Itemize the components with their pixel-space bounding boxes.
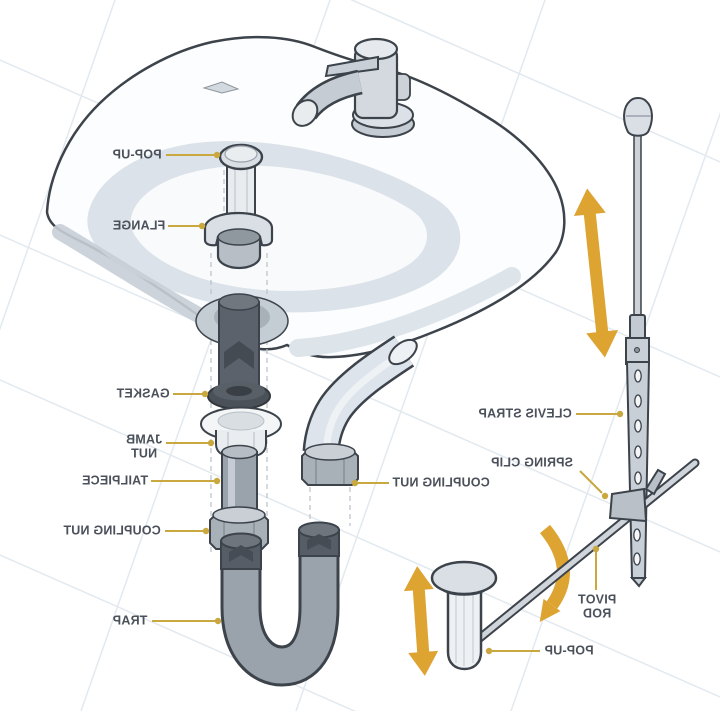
label-pivot-rod-line1: PIVOT [577, 592, 617, 607]
faucet-body-top [353, 37, 399, 61]
leader-coupling-center [351, 479, 389, 487]
clevis-strap [625, 361, 651, 588]
jamb-nut-hole [217, 411, 265, 431]
label-flange: FLANGE [112, 218, 166, 233]
popup-cap-top [224, 145, 258, 163]
gasket-hole [226, 386, 252, 396]
label-jamb-nut-line2: NUT [130, 446, 158, 460]
coupling-nut-center [301, 443, 359, 486]
label-gasket: GASKET [116, 386, 170, 401]
coupling-nut-left-top [212, 506, 266, 524]
leader-pivot-rod [592, 545, 600, 590]
label-trap: TRAP [112, 613, 148, 628]
popup-stopper-bottom [430, 560, 498, 671]
leader-spring-clip [579, 470, 609, 500]
flange [203, 211, 274, 270]
leader-clevis-strap [576, 410, 624, 418]
popup-bottom-cap [430, 560, 498, 596]
label-coupling-nut-left: COUPLING NUT [63, 523, 161, 538]
leader-flange [168, 222, 206, 230]
strap-screw [634, 347, 640, 353]
pipe-cut-end [388, 338, 418, 366]
leader-jamb-nut [166, 439, 215, 447]
faucet [291, 37, 415, 138]
leader-lines [151, 151, 624, 655]
label-pivot-rod-line2: ROD [582, 606, 612, 620]
leader-popup-top [166, 151, 221, 159]
leader-coupling-left [165, 527, 210, 535]
lift-rod-motion-arrow [573, 188, 619, 358]
flange-cup-hole [217, 228, 261, 246]
label-coupling-nut-center: COUPLING NUT [392, 475, 490, 490]
leader-popup-bottom [485, 647, 540, 655]
spring-clip [608, 468, 667, 523]
pivot-rod [465, 458, 700, 651]
sink [45, 35, 566, 359]
clevis-strap-holes [633, 369, 642, 566]
leader-tailpiece [151, 477, 221, 485]
popup-stopper-top [218, 143, 264, 228]
label-spring-clip: SPRING CLIP [490, 455, 574, 470]
tailpiece-highlight [228, 455, 235, 515]
coupling-nut-center-top [304, 443, 356, 461]
label-pivot-rod: PIVOT ROD [577, 592, 617, 621]
label-jamb-nut: JAMB NUT [125, 432, 163, 461]
drain-body-top [218, 293, 260, 311]
gasket [207, 381, 271, 410]
label-clevis-strap: CLEVIS STRAP [478, 406, 572, 421]
popup-motion-arrow [403, 566, 439, 676]
lift-rod-knob [623, 97, 653, 137]
drain-body-chevron [224, 341, 254, 369]
sink-underside-band [289, 267, 521, 357]
leader-trap [152, 617, 222, 625]
tailpiece-top [221, 444, 258, 460]
sink-bowl-highlight [130, 165, 427, 291]
clevis-strap-tip [629, 577, 647, 588]
label-popup-bottom: POP-UP [544, 643, 594, 658]
label-jamb-nut-line1: JAMB [125, 432, 163, 447]
drain-body [218, 293, 260, 391]
leader-gasket [173, 390, 209, 398]
trap [220, 521, 340, 687]
label-tailpiece: TAILPIECE [81, 473, 149, 488]
faucet-handle [324, 55, 379, 78]
drain-outlet-pipe [302, 335, 418, 454]
label-popup-top: POP-UP [112, 147, 162, 162]
jamb-nut [200, 406, 282, 457]
overflow-notch [202, 81, 240, 94]
lift-rod [623, 97, 653, 365]
faucet-spout-opening [291, 99, 319, 127]
